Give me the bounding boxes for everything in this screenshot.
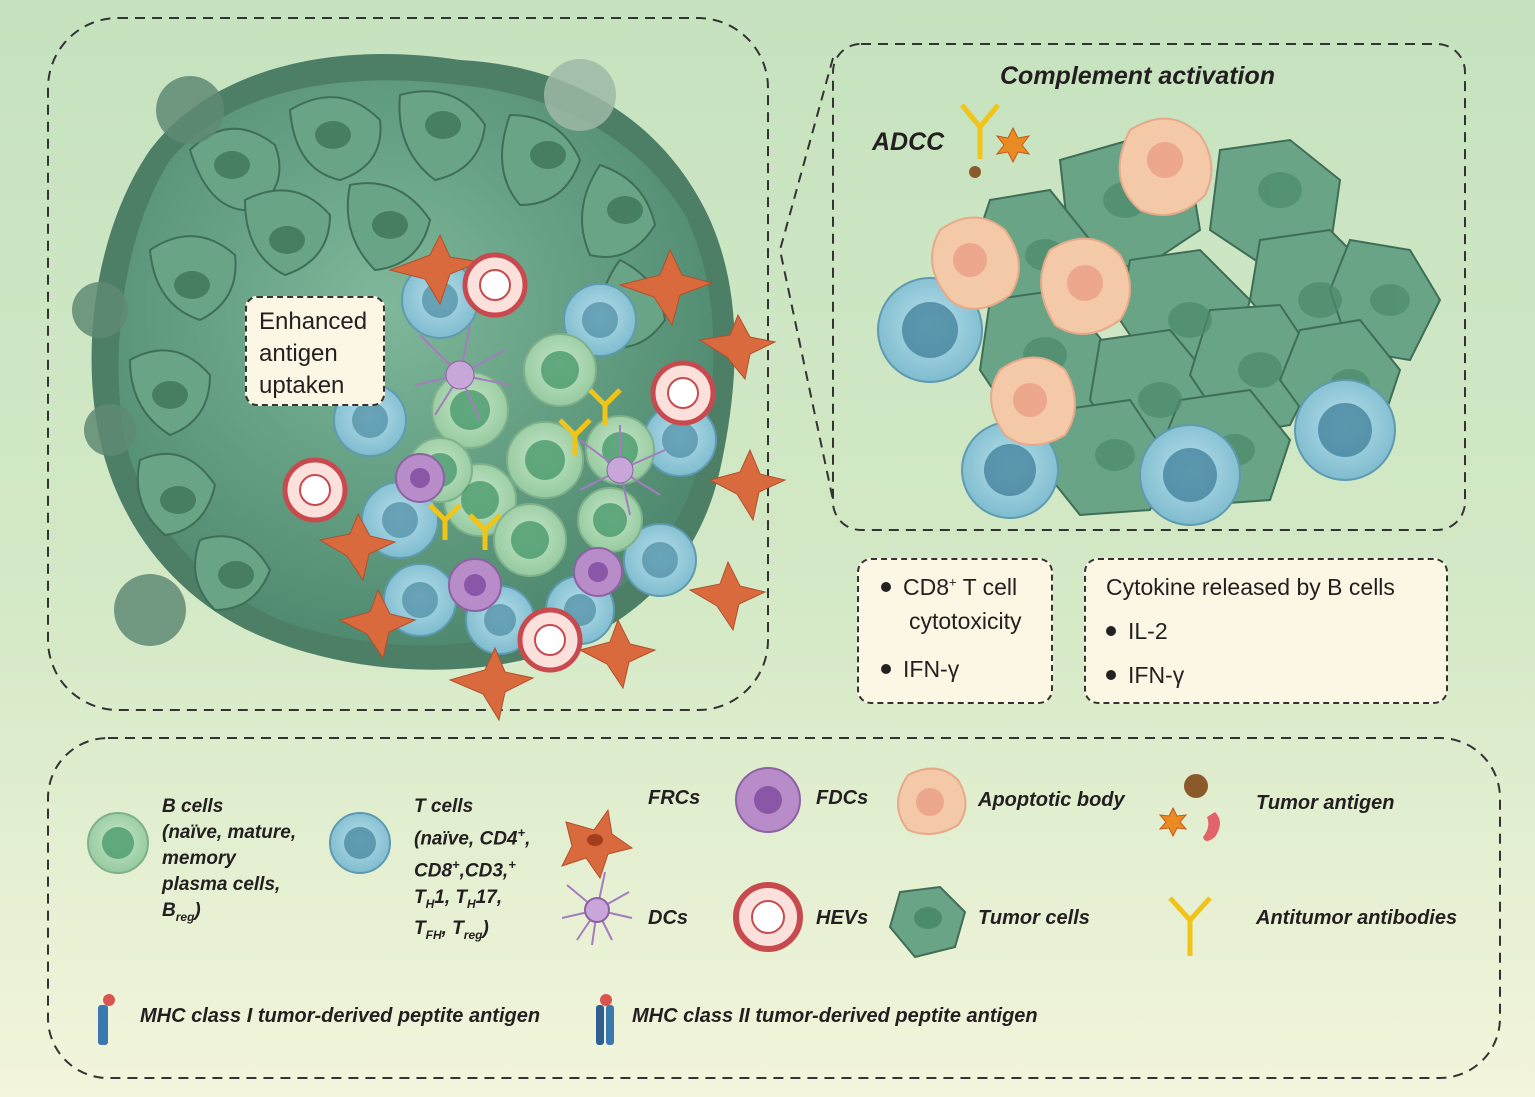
legend-dc-icon xyxy=(561,871,633,946)
dc-cells xyxy=(414,324,666,516)
legend-panel-frame xyxy=(47,737,1501,1079)
main-panel-frame xyxy=(47,17,769,711)
legend-mhc1-label: MHC class I tumor-derived peptite antige… xyxy=(140,1005,541,1027)
legend-tumor-antigen-icon xyxy=(1158,774,1220,841)
floating-tumor-cells xyxy=(72,59,616,646)
legend-fdcs-label: FDCs xyxy=(816,787,869,809)
legend-tumor-antigen-label: Tumor antigen xyxy=(1256,792,1395,814)
legend-antitumor-antibodies-label: Antitumor antibodies xyxy=(1256,907,1458,929)
legend-hevs-label: HEVs xyxy=(816,907,869,929)
zoom-antibody xyxy=(960,103,1031,178)
bullet xyxy=(881,663,891,674)
legend-t-cells-label: T cells (naïve, CD4+, CD8+,CD3,+ TH1, TH… xyxy=(414,796,531,943)
cytokine-box: Cytokine released by B cells IL-2 IFN-γ xyxy=(1084,558,1448,704)
legend-hev-icon xyxy=(733,882,803,952)
legend-mhc1-icon xyxy=(98,994,115,1045)
legend-antibody-icon xyxy=(1168,896,1212,956)
legend-t-cell-icon xyxy=(329,812,391,874)
legend-tumor-cells-label: Tumor cells xyxy=(978,907,1090,929)
legend-apoptotic-icon xyxy=(897,767,967,835)
legend-b-cell-icon xyxy=(87,812,149,874)
hev-vessels xyxy=(282,252,716,673)
legend-apoptotic-body-label: Apoptotic body xyxy=(978,789,1125,811)
legend-dcs-label: DCs xyxy=(648,907,689,929)
zoom-connector xyxy=(778,57,834,501)
antigen-uptake-label: Enhanced antigen uptaken xyxy=(245,296,385,406)
bullet xyxy=(1106,625,1116,636)
legend-fdc-icon xyxy=(735,767,801,833)
legend-frcs-label: FRCs xyxy=(648,787,701,809)
legend-mhc2-icon xyxy=(596,994,614,1045)
cd8-cytotoxicity-box: CD8+ T cell cytotoxicity IFN-γ xyxy=(857,558,1053,704)
complement-activation-title: Complement activation xyxy=(1000,62,1276,90)
legend-mhc2-label: MHC class II tumor-derived peptite antig… xyxy=(632,1005,1038,1027)
legend-frc-icon xyxy=(561,808,634,880)
frc-cells xyxy=(318,233,787,722)
legend-tumor-cell-icon xyxy=(888,885,967,959)
legend-b-cells-label: B cells (naïve, mature, memory plasma ce… xyxy=(162,796,297,924)
bullet xyxy=(1106,669,1116,680)
adcc-label: ADCC xyxy=(872,128,945,156)
bullet xyxy=(881,581,891,592)
antibodies-main xyxy=(428,388,622,550)
tumor-mass xyxy=(91,54,735,670)
zoom-panel-frame xyxy=(832,43,1466,531)
